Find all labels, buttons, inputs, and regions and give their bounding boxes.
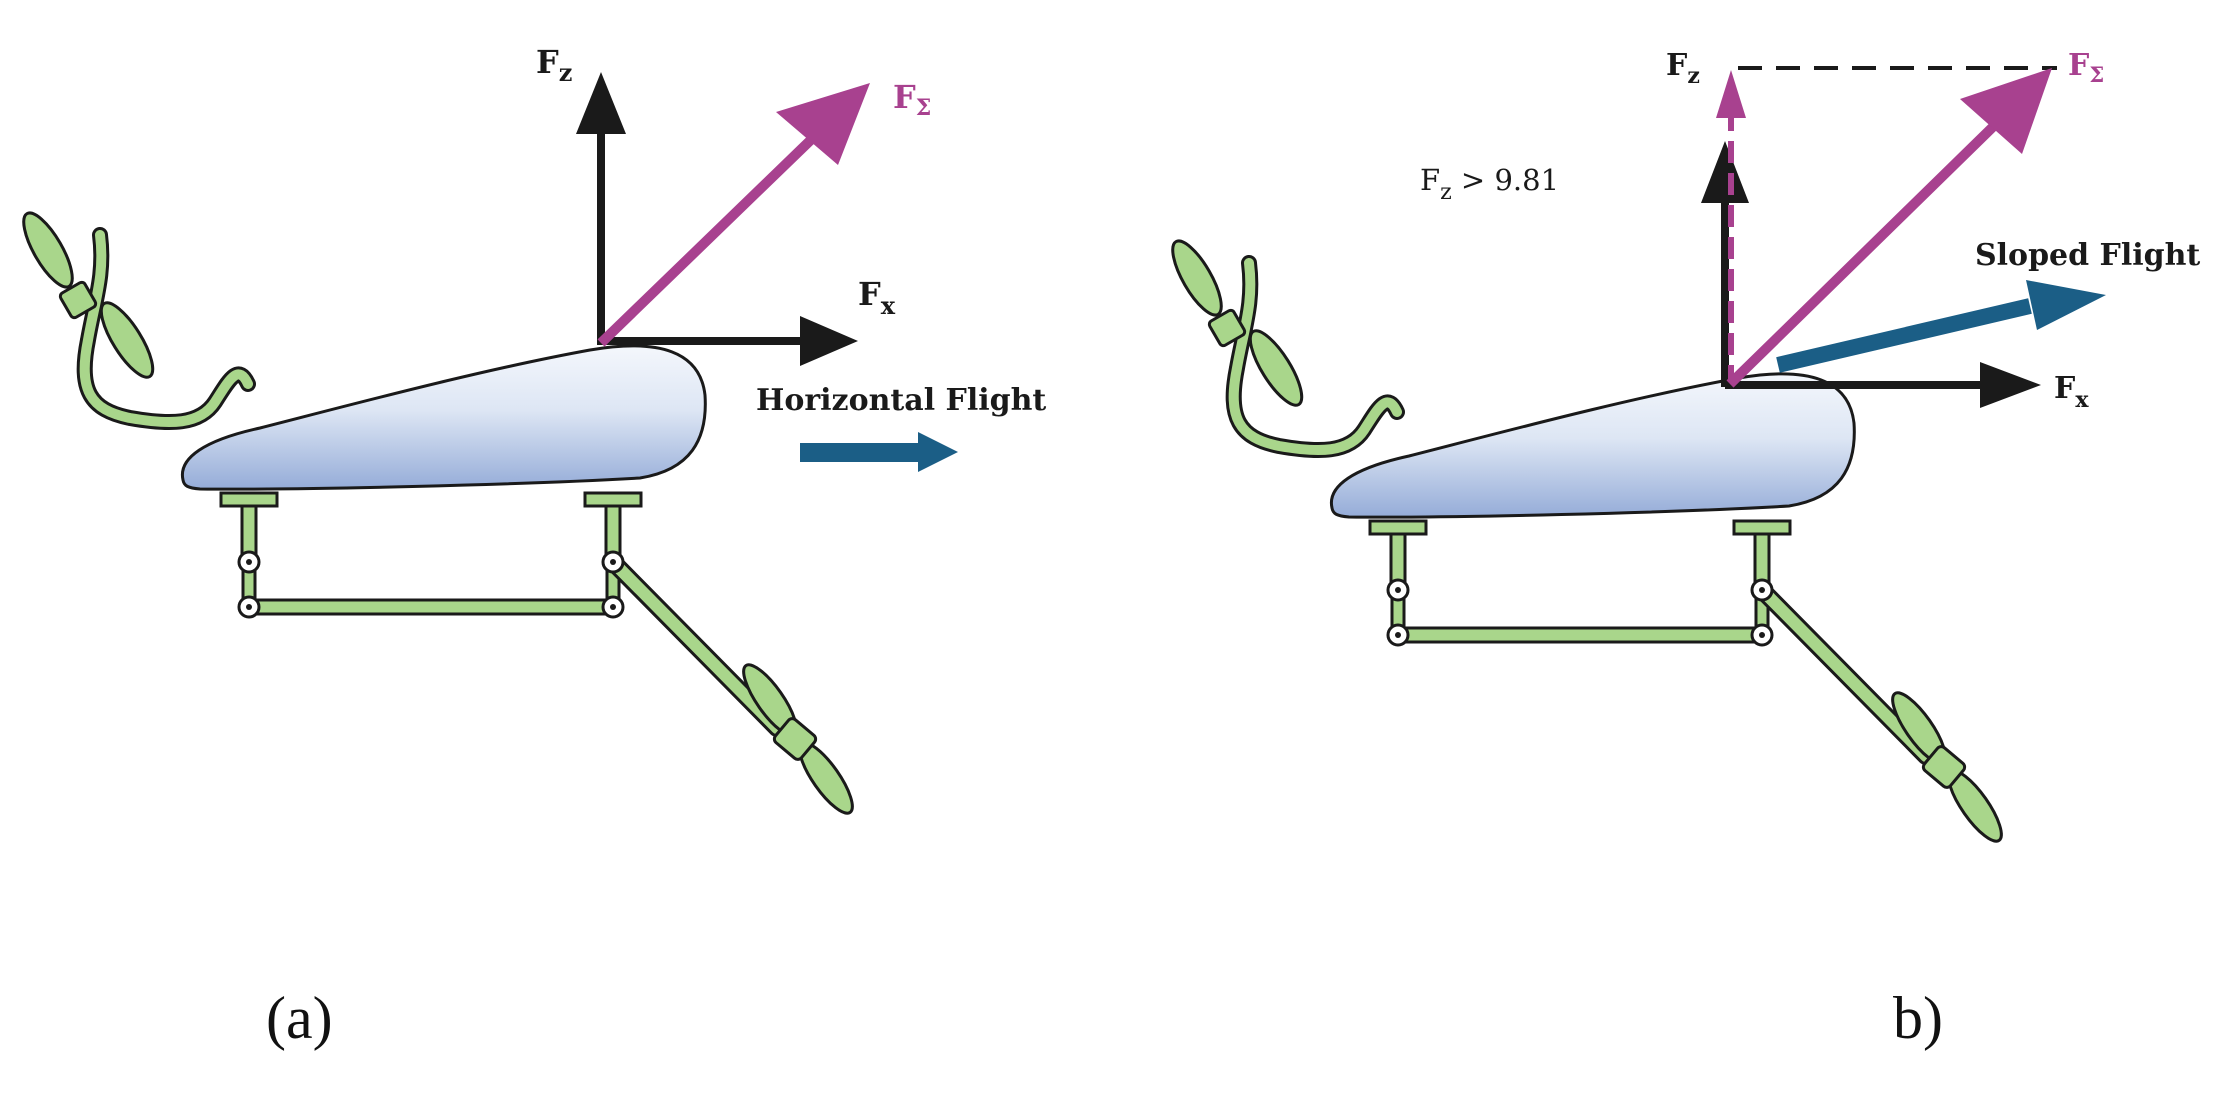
fz-condition-label: Fz > 9.81: [1420, 163, 1559, 205]
fx-label-a: Fx: [858, 275, 896, 320]
sloped-flight-label: Sloped Flight: [1975, 238, 2200, 273]
f-sum-label-b: FΣ: [2068, 48, 2104, 87]
fz-component-dashed-arrow: [1716, 70, 1746, 387]
panel-a: Fz Fx FΣ Horizontal Flight (a): [15, 43, 1046, 1051]
panel-b: Fz Fx FΣ Fz > 9.81 Sloped Flight b): [1164, 48, 2200, 1051]
horizontal-flight-arrow: [800, 432, 958, 472]
fz-label-b: Fz: [1666, 48, 1700, 89]
fz-axis-arrow-b: [1701, 141, 1749, 387]
f-sum-arrow-b: [1726, 68, 2052, 388]
f-sum-label-a: FΣ: [893, 78, 931, 121]
f-sum-arrow-a: [597, 83, 870, 347]
sloped-flight-arrow: [1776, 280, 2106, 373]
horizontal-flight-label: Horizontal Flight: [756, 383, 1046, 418]
drone-illustration-b: [1164, 235, 2010, 848]
drone-illustration-a: [15, 207, 861, 820]
fz-axis-arrow-a: [576, 72, 626, 345]
fz-label-a: Fz: [536, 43, 572, 87]
fx-axis-arrow-a: [601, 316, 858, 366]
caption-a: (a): [266, 985, 333, 1051]
fx-label-b: Fx: [2054, 371, 2089, 413]
fx-axis-arrow-b: [1725, 362, 2041, 408]
caption-b: b): [1893, 985, 1943, 1051]
